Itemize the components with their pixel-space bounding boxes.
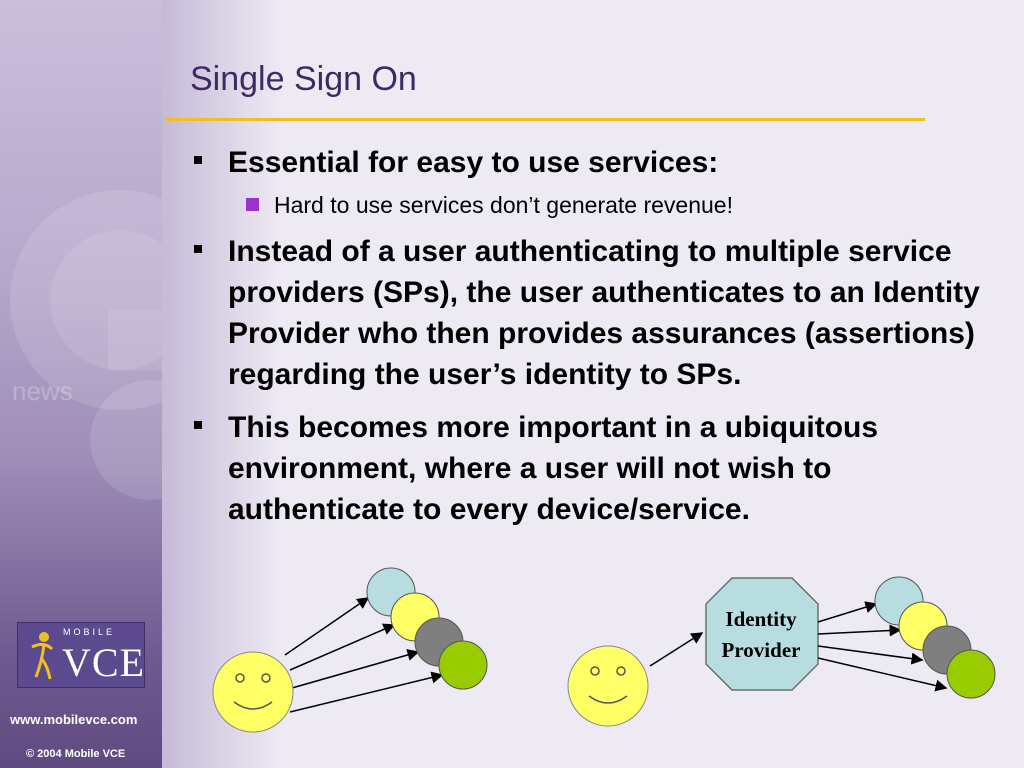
logo-big-text: VCE [62,640,145,685]
auth-arrow [284,597,370,656]
face-eye [590,666,600,676]
assertion-arrow [817,657,948,692]
auth-arrow [289,623,396,671]
sidebar-decoration: news [10,190,162,500]
face-smile [233,701,273,710]
idp-auth-group [567,576,996,727]
mobile-vce-logo: MOBILE VCE [17,622,145,688]
service-provider-circle [946,649,996,699]
square-bullet-icon [194,245,202,253]
title-divider [165,118,925,121]
sso-diagram [212,567,996,733]
assertion-arrow [817,645,924,665]
footer-url[interactable]: www.mobilevce.com [10,712,138,727]
identity-provider-octagon [705,577,819,691]
slide-title: Single Sign On [190,60,417,98]
identity-provider-label: Identity Provider [705,604,817,666]
bullet-text: Instead of a user authenticating to mult… [228,235,980,391]
bullet-item: Instead of a user authenticating to mult… [190,231,1000,395]
idp-label-line: Identity [725,607,797,631]
direct-auth-group [212,567,488,733]
sub-bullet-icon [246,198,259,211]
bullet-text: This becomes more important in a ubiquit… [228,411,879,526]
logo-small-text: MOBILE [63,627,116,637]
svg-text:news: news [12,376,73,406]
square-bullet-icon [194,421,202,429]
assertion-arrow [817,601,878,623]
auth-arrow [649,632,704,667]
face-smile [588,695,628,704]
sidebar-fade [162,0,282,768]
face-eye [235,673,245,683]
figure-icon [31,632,54,680]
service-provider-circle [438,640,488,690]
assertion-arrow [817,624,902,637]
spacer [190,395,1000,407]
bullet-text: Essential for easy to use services: [228,146,719,179]
auth-arrow [289,671,444,713]
idp-label-line: Provider [721,638,801,662]
sub-bullet-text: Hard to use services don’t generate reve… [274,192,733,218]
face-eye [616,666,626,676]
user-face-icon [567,645,649,727]
user-face-icon [212,651,294,733]
bullet-item: This becomes more important in a ubiquit… [190,407,1000,530]
face-eye [261,673,271,683]
square-bullet-icon [194,156,202,164]
slide-content: Essential for easy to use services: Hard… [190,142,1000,530]
bullet-item: Essential for easy to use services: [190,142,1000,183]
auth-arrow [291,649,420,689]
footer-copyright: © 2004 Mobile VCE [26,748,126,760]
sub-bullet-item: Hard to use services don’t generate reve… [190,191,1000,219]
